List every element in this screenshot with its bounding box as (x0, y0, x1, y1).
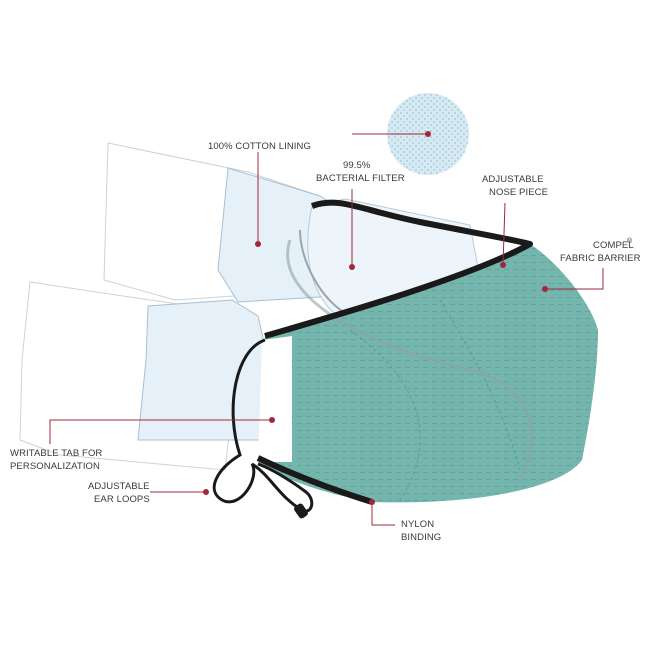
ear-loop (212, 338, 314, 519)
label-tab-line2: PERSONALIZATION (10, 461, 100, 472)
label-ear-line2: EAR LOOPS (94, 494, 150, 505)
label-cotton-lining: 100% COTTON LINING (208, 141, 311, 152)
leader-nose (502, 202, 506, 266)
leader-dots (203, 131, 548, 505)
mask-body (258, 239, 598, 503)
label-compel-line1: COMPEL (593, 240, 634, 251)
label-filter-line1: 99.5% (343, 160, 371, 171)
label-filter-line2: BACTERIAL FILTER (316, 173, 405, 184)
label-nylon-line2: BINDING (401, 532, 441, 543)
label-nose-line2: NOSE PIECE (489, 187, 548, 198)
nylon-binding (256, 199, 533, 505)
leader-nylon (371, 502, 395, 526)
leader-lines (49, 133, 604, 526)
leader-compel (545, 268, 604, 290)
leader-tab (49, 419, 272, 444)
label-compel-line2: FABRIC BARRIER (560, 253, 641, 264)
label-nylon-line1: NYLON (401, 519, 434, 530)
label-tab-line1: WRITABLE TAB FOR (10, 448, 102, 459)
label-nose-line1: ADJUSTABLE (482, 174, 544, 185)
label-compel-reg: ® (627, 237, 633, 245)
label-ear-line1: ADJUSTABLE (88, 481, 150, 492)
